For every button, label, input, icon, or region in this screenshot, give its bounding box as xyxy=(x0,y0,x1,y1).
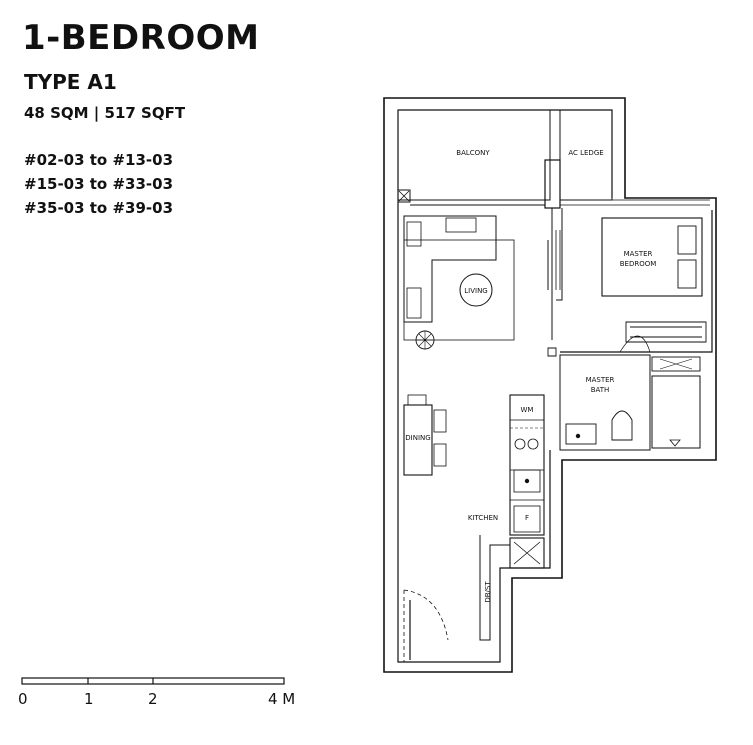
page-title: 1-BEDROOM xyxy=(22,18,260,58)
wardrobe xyxy=(625,321,707,343)
kitchen-counter-line xyxy=(510,419,544,501)
column xyxy=(544,159,561,209)
outer-wall xyxy=(383,97,717,673)
floor-lamp-cross xyxy=(416,331,434,349)
label-dining: DINING xyxy=(405,434,430,442)
unit-range: #15-03 to #33-03 xyxy=(24,175,174,193)
toilet xyxy=(611,410,633,441)
bath-room xyxy=(559,354,651,451)
bedroom-window xyxy=(560,199,710,206)
shower-drain xyxy=(669,439,681,447)
shower xyxy=(651,375,701,449)
entrance-door xyxy=(403,589,449,662)
door-stub xyxy=(547,347,557,357)
vanity-mark xyxy=(659,358,693,370)
rug xyxy=(403,239,515,341)
partition-wall xyxy=(547,208,563,340)
scale-label: 0 xyxy=(18,690,28,708)
fridge xyxy=(513,505,541,533)
balcony-sliding-door xyxy=(410,199,545,206)
db-st-cabinet xyxy=(509,537,545,569)
sofa-armrest xyxy=(406,221,422,247)
label-wm: WM xyxy=(521,406,534,414)
unit-numbers-list: #02-03 to #13-03 #15-03 to #33-03 #35-03… xyxy=(24,148,173,220)
scale-label: 4 M xyxy=(268,690,295,708)
hob-burner xyxy=(527,438,539,450)
door-swing xyxy=(619,335,651,353)
basin xyxy=(565,423,597,445)
pillow xyxy=(677,225,697,255)
sofa-cushion xyxy=(445,217,477,233)
bedroom-wall xyxy=(560,210,713,353)
hob-burner xyxy=(514,438,526,450)
sink xyxy=(513,469,541,493)
inner-wall-line xyxy=(397,110,551,663)
label-ac-ledge: AC LEDGE xyxy=(568,149,603,157)
unit-area: 48 SQM | 517 SQFT xyxy=(24,104,186,122)
bed xyxy=(601,217,703,297)
basin-drain xyxy=(575,433,581,439)
unit-range: #35-03 to #39-03 xyxy=(24,199,174,217)
label-master-bath-1: MASTER xyxy=(586,376,615,384)
label-db-st: DB/ST xyxy=(484,581,492,603)
column-mark xyxy=(398,190,410,202)
label-master-bath-2: BATH xyxy=(591,386,610,394)
dining-chair xyxy=(433,409,447,433)
label-master-bedroom-1: MASTER xyxy=(624,250,653,258)
column xyxy=(397,189,411,203)
label-master-bedroom-2: BEDROOM xyxy=(620,260,657,268)
sofa-armrest xyxy=(406,287,422,319)
dining-chair xyxy=(407,394,427,406)
scale-label: 2 xyxy=(148,690,158,708)
living-label-circle xyxy=(459,273,493,307)
kitchen-wall xyxy=(479,535,510,641)
pillow xyxy=(677,259,697,289)
scale-label: 1 xyxy=(84,690,94,708)
db-st-cross xyxy=(513,541,541,565)
vanity-cabinet xyxy=(651,356,701,372)
label-living: LIVING xyxy=(464,287,487,295)
sink-drain xyxy=(524,478,530,484)
dining-chair xyxy=(433,443,447,467)
kitchen-counter xyxy=(509,394,545,536)
label-kitchen: KITCHEN xyxy=(468,514,498,522)
unit-type: TYPE A1 xyxy=(24,70,117,94)
label-balcony: BALCONY xyxy=(456,149,490,157)
label-fridge: F xyxy=(525,514,529,522)
unit-range: #02-03 to #13-03 xyxy=(24,151,174,169)
scale-bar: 0 1 2 4 M xyxy=(18,677,295,708)
sliding-panel xyxy=(555,230,561,290)
